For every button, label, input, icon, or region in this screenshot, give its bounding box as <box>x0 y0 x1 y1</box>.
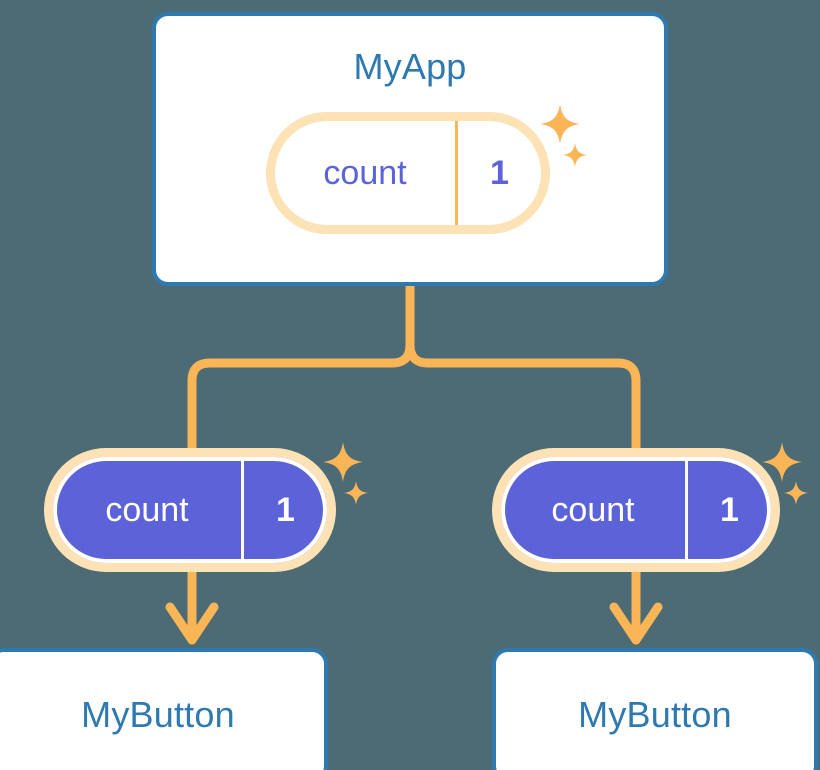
connector-branch <box>187 340 415 457</box>
state-value: 1 <box>455 121 541 225</box>
state-value: 1 <box>685 457 771 563</box>
state-key: count <box>323 154 407 192</box>
state-pill-left[interactable]: count 1 <box>44 448 336 572</box>
arrow-left-head <box>165 602 219 645</box>
state-pill-right[interactable]: count 1 <box>492 448 780 572</box>
state-pill-myapp[interactable]: count 1 <box>266 112 550 234</box>
state-pill-body: count 1 <box>53 457 327 563</box>
arrow-right-head <box>609 602 663 645</box>
state-key: count <box>551 491 635 529</box>
component-card-mybutton-right[interactable]: MyButton <box>492 648 818 770</box>
state-pill-body: count 1 <box>501 457 771 563</box>
component-card-mybutton-left[interactable]: MyButton <box>0 648 328 770</box>
state-pill-body: count 1 <box>275 121 541 225</box>
sparkle-icon <box>344 481 368 505</box>
sparkle-icon <box>323 442 363 482</box>
connector-branch <box>405 340 641 457</box>
state-key: count <box>105 491 189 529</box>
component-card-title: MyApp <box>353 46 467 87</box>
component-card-title: MyButton <box>578 694 732 735</box>
state-value: 1 <box>241 457 327 563</box>
component-card-title: MyButton <box>81 694 235 735</box>
sparkle-icon <box>784 481 808 505</box>
